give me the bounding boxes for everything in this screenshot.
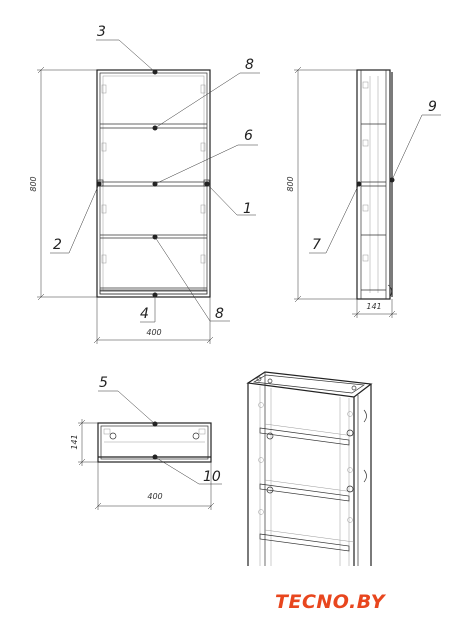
- front-height-dim: 800: [29, 176, 38, 191]
- brand-logo: TECNO.BY: [275, 591, 387, 613]
- callout-7: 7: [312, 237, 321, 253]
- callout-5: 5: [99, 375, 108, 391]
- top-depth-dim: 141: [70, 434, 79, 449]
- isometric-view: [246, 371, 373, 566]
- top-view: 141 400 5 10: [70, 375, 222, 510]
- callout-8-top: 8: [245, 57, 254, 73]
- callout-8-bottom: 8: [215, 306, 224, 322]
- top-width-dim: 400: [147, 492, 162, 501]
- side-height-dim: 800: [286, 176, 295, 191]
- callout-6: 6: [244, 128, 253, 144]
- callout-10: 10: [203, 469, 221, 485]
- side-view: 800 141 9 7: [286, 66, 441, 318]
- callout-9: 9: [428, 99, 437, 115]
- callout-2: 2: [53, 237, 62, 253]
- iso-top: [246, 371, 373, 398]
- side-outline: [356, 69, 391, 300]
- logo-text: TECNO.BY: [275, 591, 387, 613]
- callout-3: 3: [97, 24, 106, 40]
- side-depth-dim: 141: [366, 302, 381, 311]
- front-view: 800 400 3 8 6 1 2: [29, 24, 260, 344]
- callout-4: 4: [140, 306, 149, 322]
- front-width-dim: 400: [146, 328, 161, 337]
- callout-1: 1: [243, 201, 252, 217]
